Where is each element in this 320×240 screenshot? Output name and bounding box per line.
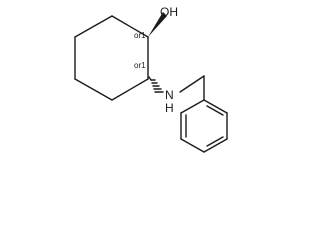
benzene-double-bond [206,105,224,116]
benzene-double-bond [206,136,224,147]
benzene-bond [203,99,228,114]
wedge-bond-c2-oh [148,12,167,37]
ring-bond-c2-c1 [111,15,149,38]
stereo-descriptor-c3: or1 [134,61,146,70]
ring-bond-c4-c3 [111,78,149,101]
hydroxyl-label: OH [160,5,178,19]
benzene-bond [180,99,205,114]
benzene-ring [180,99,228,153]
hashed-bond-c3-n [148,76,164,93]
ring-bond-c1-c6 [74,15,113,38]
stereo-descriptor-c2: or1 [134,31,146,40]
cyclohexane-ring [74,15,149,101]
ring-bond-c5-c4 [74,78,113,101]
benzene-bond [203,138,228,153]
bond-n-ch2 [179,75,205,93]
amine-h-label: H [165,101,174,115]
chemical-structure: OH N H or1 or1 [74,5,228,153]
amine-n-label: N [165,88,174,102]
benzene-bond [180,138,205,153]
